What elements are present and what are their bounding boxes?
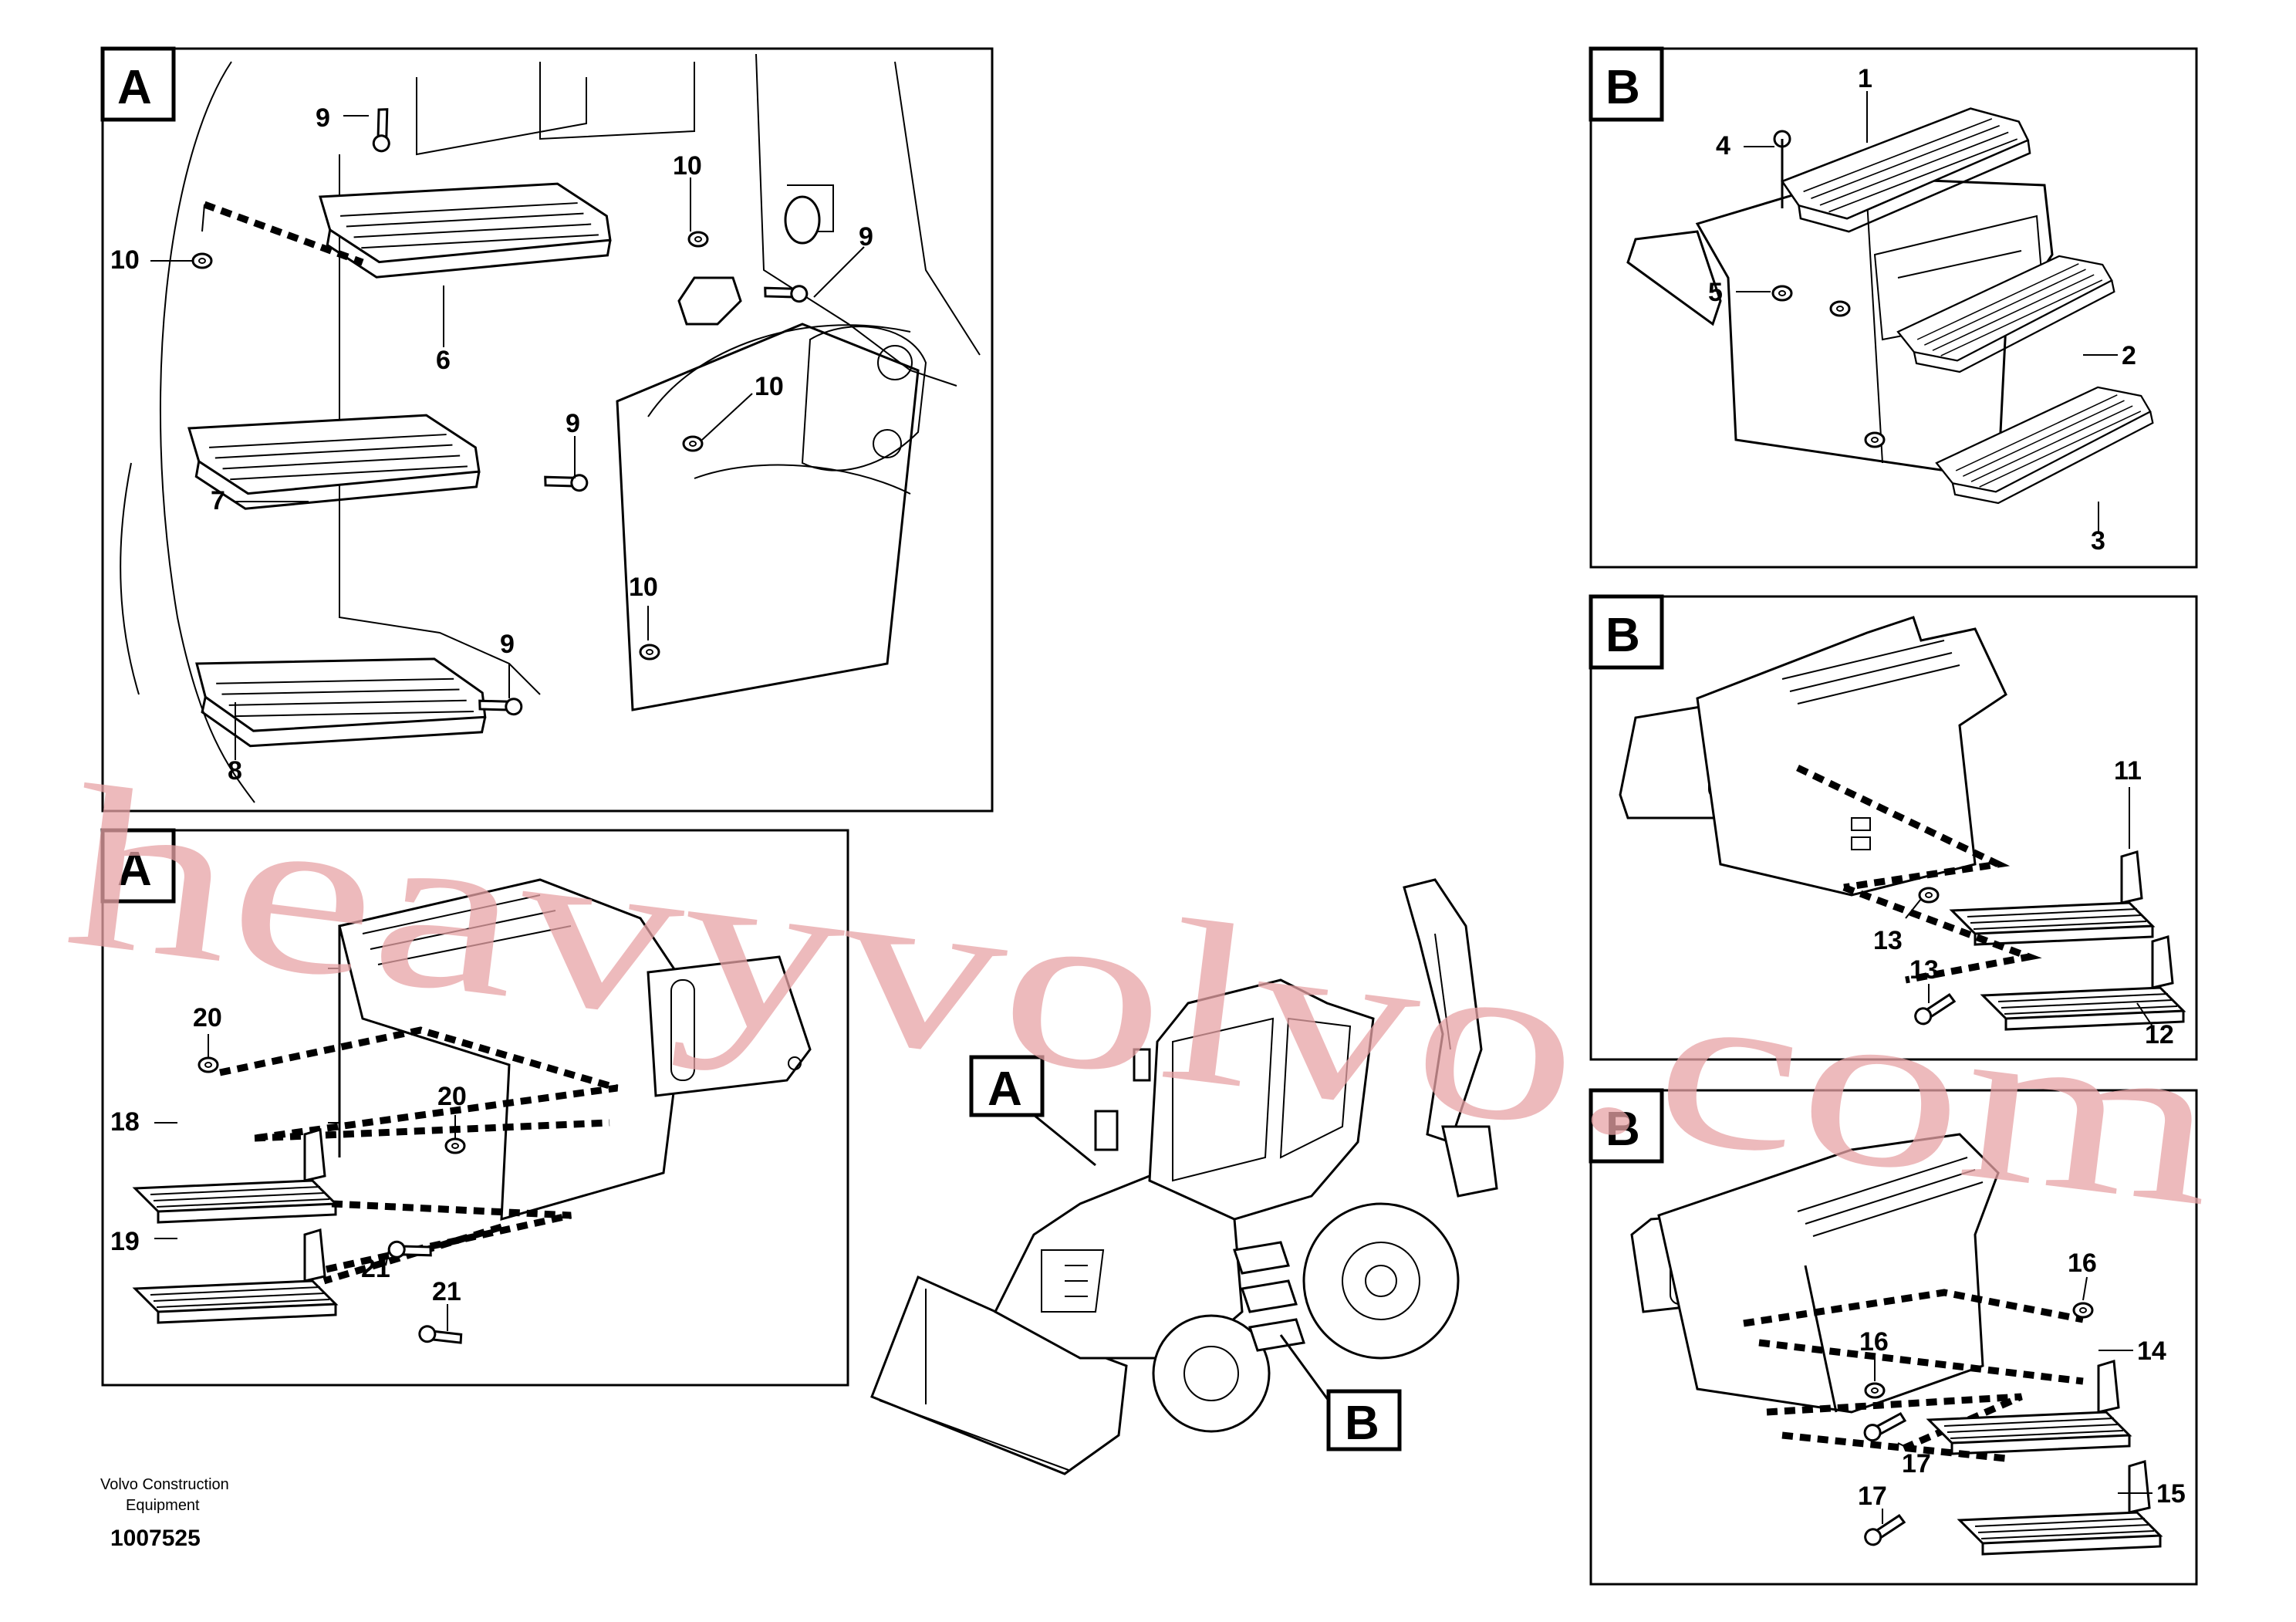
- callout-1: 1: [1858, 64, 1872, 93]
- panel-b-middle-letter: B: [1606, 609, 1640, 662]
- panel-b-top: B 1 4 5 2 3: [1589, 46, 2198, 569]
- callout-8: 8: [228, 756, 242, 786]
- callout-14: 14: [2137, 1336, 2166, 1366]
- callout-12: 12: [2145, 1020, 2174, 1049]
- drawing-number: 1007525: [110, 1526, 201, 1551]
- callout-17: 17: [1858, 1482, 1887, 1511]
- panel-a-top: A: [100, 46, 994, 813]
- callout-13: 13: [1873, 926, 1903, 955]
- callout-16: 16: [2068, 1249, 2097, 1278]
- backhoe-loader-overview: A B: [870, 878, 1498, 1475]
- callout-4: 4: [1716, 131, 1730, 161]
- company-name-line2: Equipment: [126, 1497, 200, 1514]
- callout-21: 21: [361, 1254, 390, 1283]
- callout-9: 9: [316, 103, 330, 133]
- panel-b-top-letter: B: [1606, 61, 1640, 114]
- machine-marker-a: A: [988, 1063, 1022, 1116]
- callout-20: 20: [193, 1003, 222, 1032]
- machine-marker-b: B: [1345, 1397, 1379, 1450]
- callout-21: 21: [432, 1277, 461, 1306]
- callout-13: 13: [1909, 955, 1939, 985]
- callout-10: 10: [755, 372, 784, 401]
- callout-15: 15: [2156, 1479, 2186, 1509]
- callout-9: 9: [566, 409, 580, 438]
- callout-10: 10: [629, 573, 658, 602]
- panel-a-bottom-letter: A: [117, 843, 152, 896]
- callout-16: 16: [1859, 1327, 1889, 1357]
- callout-2: 2: [2122, 341, 2136, 370]
- panel-a-bottom: A 20 20 18 21 19 21: [100, 828, 849, 1387]
- panel-a-top-letter: A: [117, 61, 152, 114]
- footer: Volvo Construction Equipment 1007525: [100, 1476, 229, 1551]
- callout-17: 17: [1902, 1449, 1931, 1478]
- callout-18: 18: [110, 1107, 140, 1137]
- callout-9: 9: [859, 222, 873, 252]
- callout-9: 9: [500, 630, 515, 659]
- callout-20: 20: [437, 1082, 467, 1111]
- callout-10: 10: [673, 151, 702, 181]
- callout-10: 10: [110, 245, 140, 275]
- callout-19: 19: [110, 1227, 140, 1256]
- callout-6: 6: [436, 346, 451, 375]
- panel-b-bottom-letter: B: [1606, 1103, 1640, 1156]
- callout-11: 11: [2114, 756, 2142, 786]
- panel-b-bottom: B 16 16 14 17 15 17: [1589, 1088, 2198, 1586]
- callout-3: 3: [2091, 526, 2105, 556]
- callout-5: 5: [1708, 278, 1723, 307]
- company-name-line1: Volvo Construction: [100, 1476, 229, 1493]
- panel-b-middle: B 11 13 13 12: [1589, 594, 2198, 1061]
- callout-7: 7: [211, 486, 225, 515]
